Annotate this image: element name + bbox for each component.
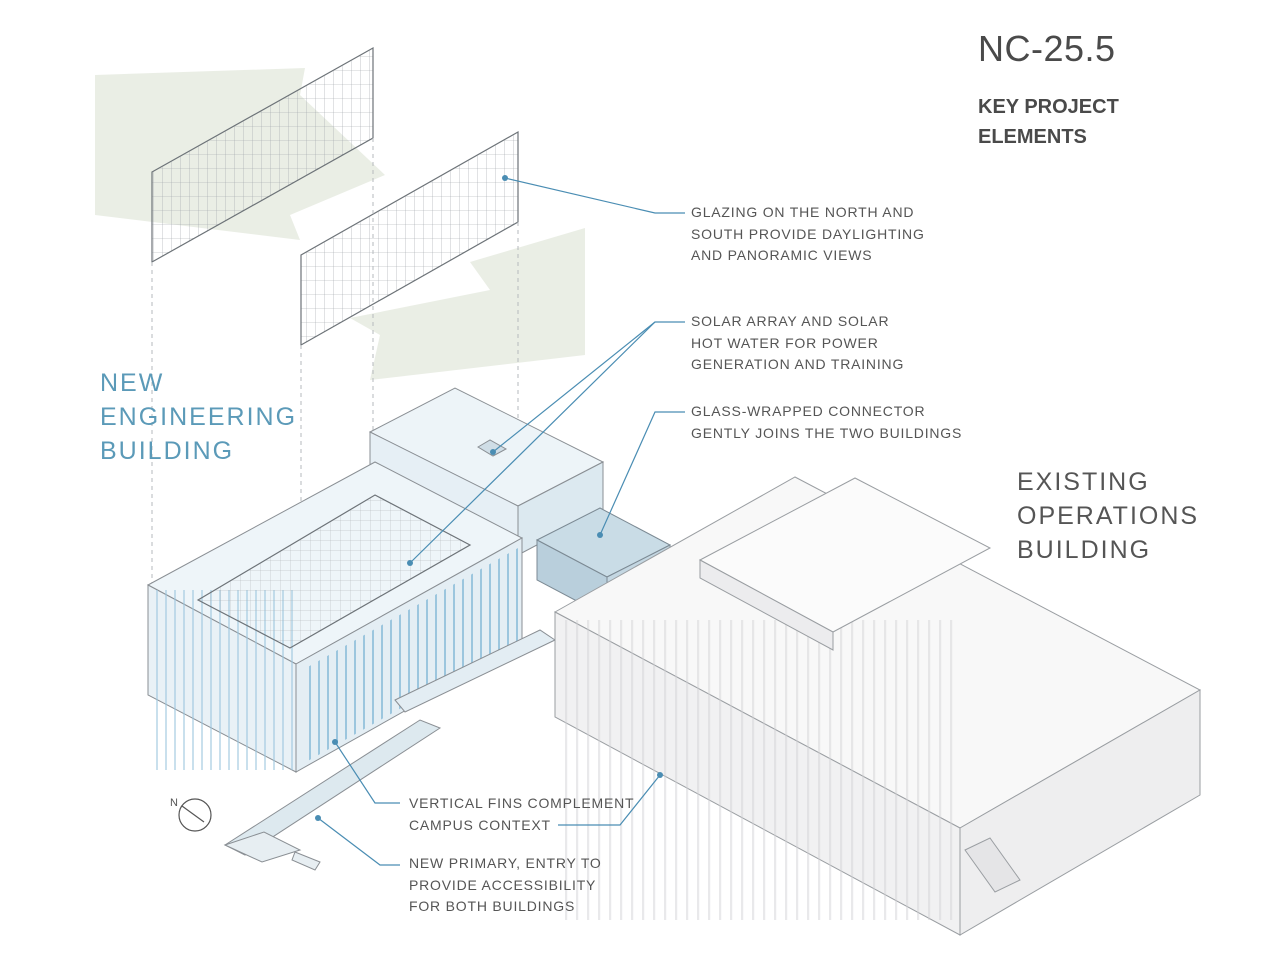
- callout-line: FOR BOTH BUILDINGS: [409, 898, 576, 914]
- callout-solar: SOLAR ARRAY AND SOLAR HOT WATER FOR POWE…: [691, 311, 904, 376]
- callout-glazing: GLAZING ON THE NORTH AND SOUTH PROVIDE D…: [691, 202, 925, 267]
- callout-line: GENTLY JOINS THE TWO BUILDINGS: [691, 424, 963, 441]
- north-arrow-label: N: [170, 797, 178, 809]
- callout-line: CAMPUS CONTEXT: [409, 816, 551, 833]
- heading: KEY PROJECT ELEMENTS: [978, 92, 1119, 152]
- entry-canopy: [223, 629, 557, 871]
- callout-fins: VERTICAL FINS COMPLEMENT CAMPUS CONTEXT: [409, 793, 634, 836]
- new-building-label-line: NEW: [100, 369, 165, 397]
- new-building-label-line: ENGINEERING: [100, 403, 298, 431]
- callout-line: SOUTH PROVIDE DAYLIGHTING: [691, 225, 925, 242]
- existing-building-label-line: EXISTING: [1017, 468, 1150, 496]
- callout-line: GENERATION AND TRAINING: [691, 356, 905, 372]
- existing-building-label: EXISTING OPERATIONS BUILDING: [1017, 465, 1199, 567]
- callout-line: VERTICAL FINS COMPLEMENT: [409, 795, 635, 811]
- existing-building-label-line: OPERATIONS: [1017, 502, 1200, 530]
- new-building-label-line: BUILDING: [100, 437, 235, 465]
- callout-line: AND PANORAMIC VIEWS: [691, 247, 873, 263]
- project-code: NC-25.5: [978, 28, 1116, 69]
- callout-line: SOLAR ARRAY AND SOLAR: [691, 313, 890, 329]
- existing-building-label-line: BUILDING: [1017, 536, 1152, 564]
- callout-line: PROVIDE ACCESSIBILITY: [409, 876, 597, 893]
- north-arrow: N: [170, 797, 212, 832]
- callout-line: NEW PRIMARY, ENTRY TO: [409, 855, 602, 871]
- callout-line: HOT WATER FOR POWER: [691, 334, 879, 351]
- callout-entry: NEW PRIMARY, ENTRY TO PROVIDE ACCESSIBIL…: [409, 853, 602, 918]
- new-engineering-building: [146, 387, 605, 773]
- existing-operations-building: [553, 476, 1202, 936]
- callout-line: GLAZING ON THE NORTH AND: [691, 204, 915, 220]
- callout-connector: GLASS-WRAPPED CONNECTOR GENTLY JOINS THE…: [691, 401, 962, 444]
- daylight-arrow-south: [350, 228, 585, 380]
- heading-line: ELEMENTS: [978, 126, 1087, 148]
- leader-lines: [315, 175, 685, 866]
- callout-line: GLASS-WRAPPED CONNECTOR: [691, 403, 926, 419]
- new-building-label: NEW ENGINEERING BUILDING: [100, 366, 297, 468]
- heading-line: KEY PROJECT: [978, 96, 1119, 118]
